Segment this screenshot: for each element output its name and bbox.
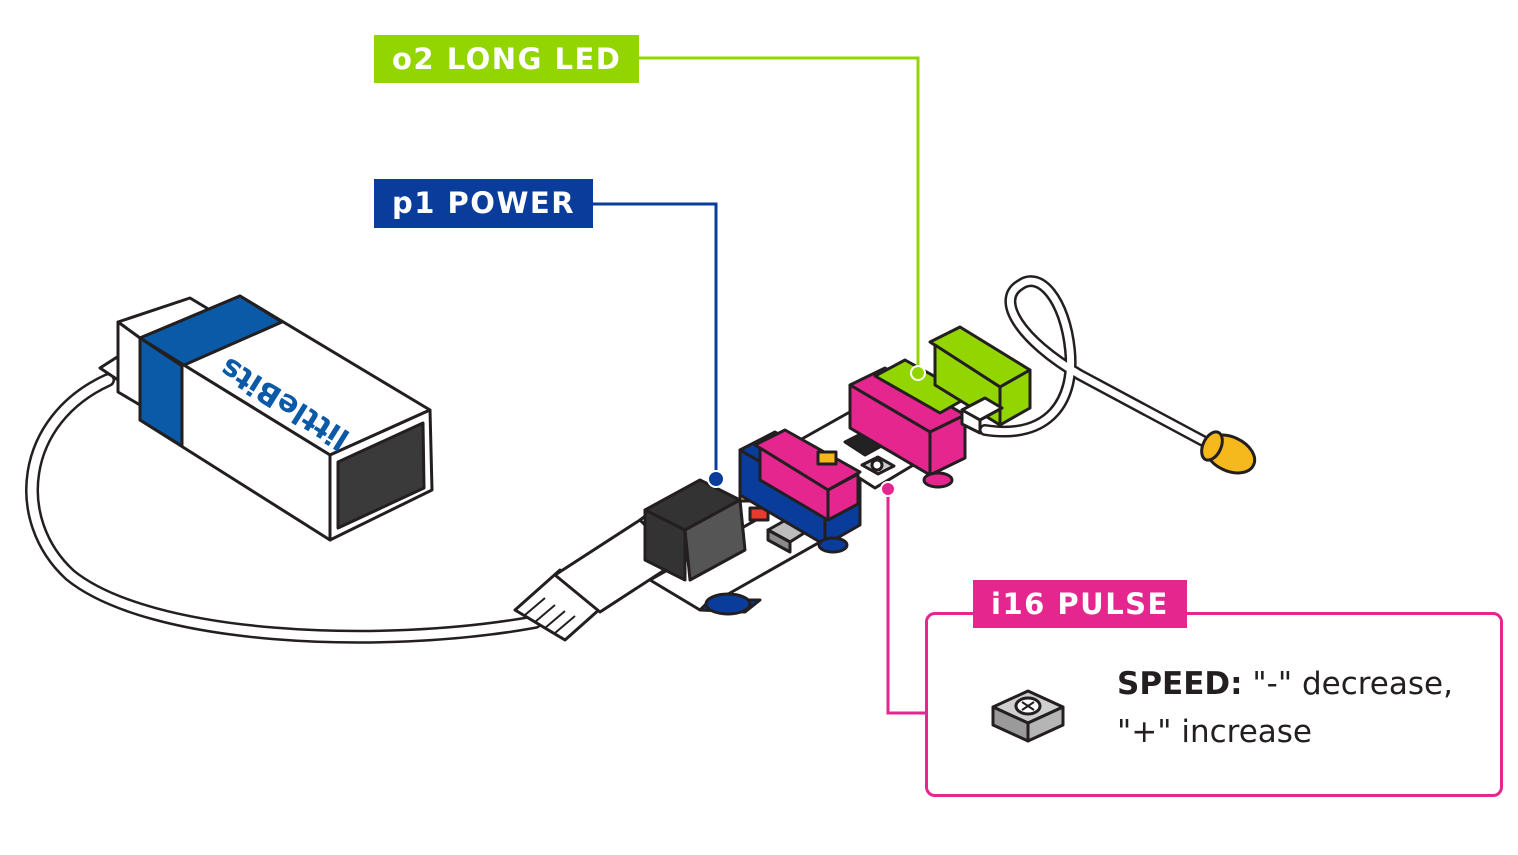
battery-icon bbox=[98, 294, 434, 542]
speed-decrease-text: "-" decrease, bbox=[1242, 666, 1453, 702]
p1-power-label: p1 POWER bbox=[374, 179, 594, 228]
battery-cable bbox=[25, 373, 542, 644]
long-led-module bbox=[873, 325, 1032, 435]
pulse-info-box bbox=[925, 612, 1503, 797]
o2-leader-dot bbox=[910, 365, 926, 381]
speed-increase-text: "+" increase bbox=[1117, 714, 1313, 750]
led-wire bbox=[979, 275, 1226, 456]
o2-long-led-label: o2 LONG LED bbox=[374, 35, 640, 83]
i16-pulse-label: i16 PULSE bbox=[973, 580, 1187, 628]
i16-leader-dot bbox=[880, 481, 896, 497]
p1-leader-dot bbox=[707, 470, 725, 488]
knob-icon bbox=[991, 689, 1065, 743]
leader-lines bbox=[588, 56, 925, 715]
speed-term: SPEED: bbox=[1117, 666, 1243, 702]
led-icon bbox=[1200, 430, 1257, 475]
speed-description: SPEED: "-" decrease, "+" increase bbox=[1117, 660, 1497, 756]
